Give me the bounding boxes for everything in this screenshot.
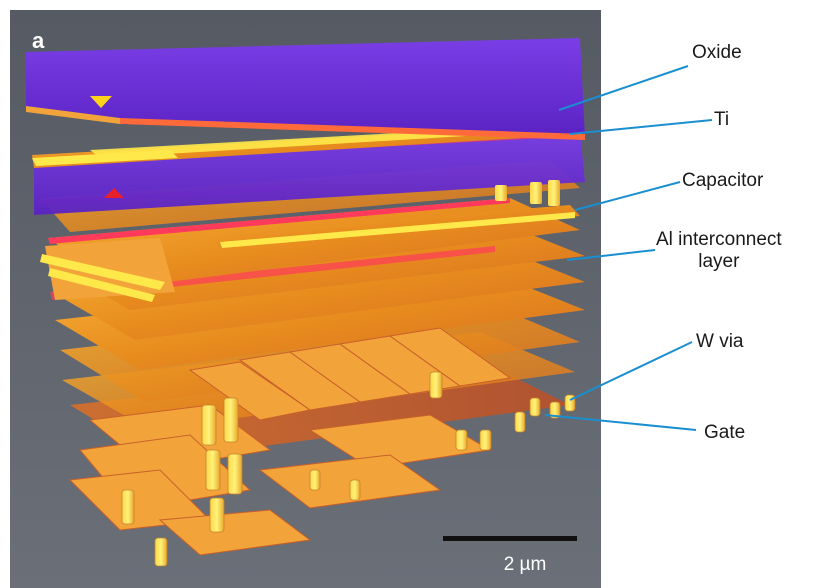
scale-bar-label: 2 µm <box>503 554 547 575</box>
w-vias <box>121 371 576 567</box>
tomography-figure: a 2 µm <box>10 10 601 588</box>
callout-al-interconnect: Al interconnect layer <box>656 229 782 272</box>
red-triangle-marker <box>104 188 124 198</box>
leader-capacitor <box>574 181 681 211</box>
panel-letter: a <box>32 28 45 53</box>
callout-oxide: Oxide <box>692 42 742 63</box>
leader-wvia <box>569 341 693 401</box>
callout-w-via: W via <box>696 331 744 352</box>
top-oxide <box>26 38 585 140</box>
leader-gate <box>544 414 697 431</box>
leader-ti <box>569 119 713 135</box>
leader-al <box>566 249 656 261</box>
leader-oxide <box>558 65 689 111</box>
figure-canvas <box>10 10 601 588</box>
callout-capacitor: Capacitor <box>682 170 764 191</box>
callout-ti: Ti <box>714 109 730 130</box>
scale-bar <box>443 536 577 541</box>
yellow-triangle-marker <box>90 96 112 108</box>
callout-gate: Gate <box>704 422 746 443</box>
